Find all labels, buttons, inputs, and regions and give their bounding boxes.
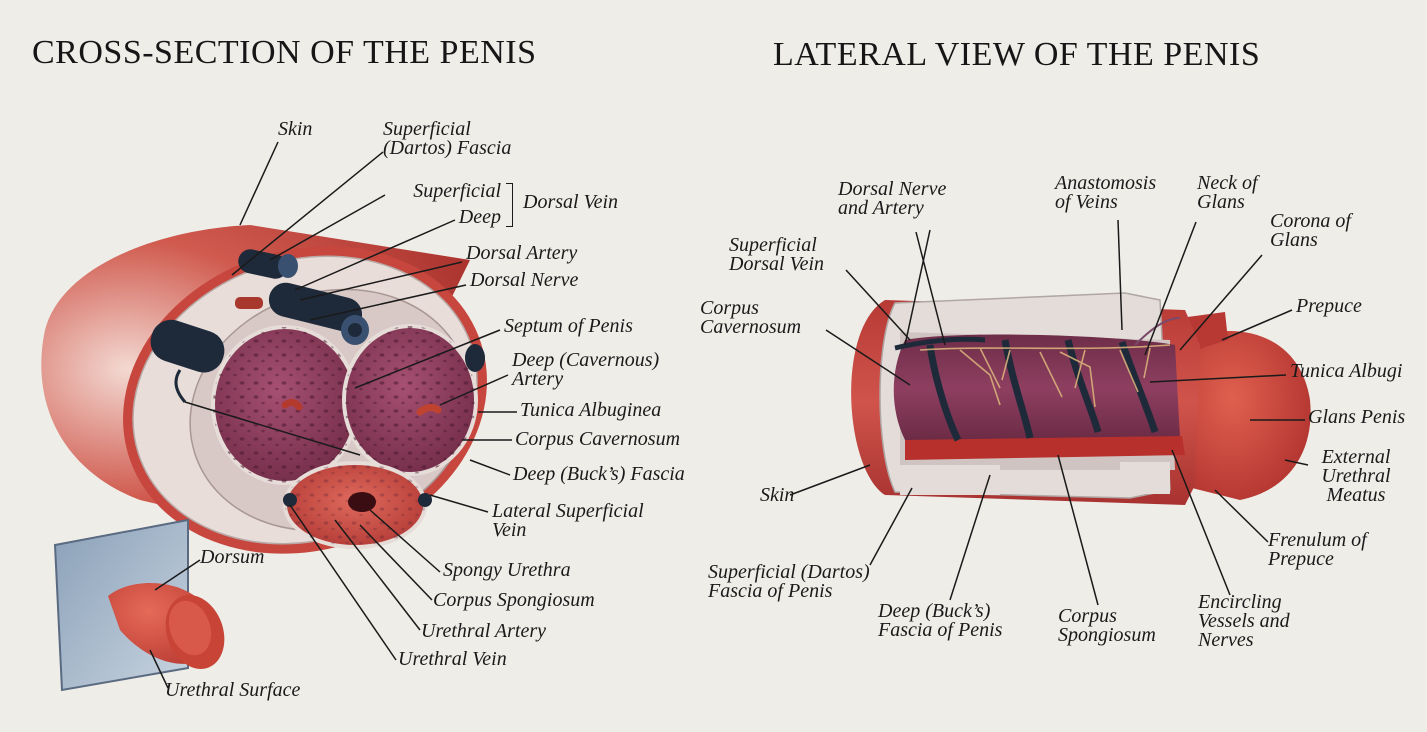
label-skin: Skin — [278, 118, 313, 140]
label-line: and Artery — [838, 197, 924, 219]
label-line: Prepuce — [1268, 548, 1334, 570]
cross-section-title: CROSS-SECTION OF THE PENIS — [32, 34, 537, 71]
label-urethral-artery: Urethral Artery — [421, 620, 546, 642]
label-line: Superficial (Dartos) — [708, 561, 870, 583]
label-anastomosis-of-veins: Anastomosis of Veins — [1055, 172, 1157, 213]
label-line: Deep (Cavernous) — [512, 349, 660, 371]
label-line: Lateral Superficial — [492, 500, 644, 522]
label-corpus-spongiosum: Corpus Spongiosum — [433, 589, 595, 611]
cross-section-art — [41, 225, 487, 554]
label-line: Encircling — [1198, 591, 1282, 613]
label-line: Superficial — [383, 118, 471, 140]
label-line: Glans — [1270, 229, 1318, 251]
label-superficial-dartos-fascia: Superficial (Dartos) Fascia — [383, 118, 512, 159]
label-line: Nerves — [1198, 629, 1254, 651]
label-urethral-surface: Urethral Surface — [165, 679, 301, 701]
label-bucks-fascia-lateral: Deep (Buck’s) Fascia of Penis — [878, 600, 1003, 641]
label-glans-penis: Glans Penis — [1308, 406, 1406, 428]
label-line: Spongiosum — [1058, 624, 1156, 646]
label-bucks-fascia: Deep (Buck’s) Fascia — [513, 463, 685, 485]
label-line: Glans — [1197, 191, 1245, 213]
label-line: Deep (Buck’s) — [878, 600, 991, 622]
label-dorsal-vein-superficial: Superficial — [413, 180, 501, 202]
label-dorsum: Dorsum — [200, 546, 265, 568]
label-prepuce: Prepuce — [1296, 295, 1362, 317]
label-line: Fascia of Penis — [878, 619, 1003, 641]
label-lateral-superficial-vein: Lateral Superficial Vein — [492, 500, 644, 541]
label-urethral-vein: Urethral Vein — [398, 648, 507, 670]
label-tunica-albuginea: Tunica Albuginea — [520, 399, 662, 421]
label-corpus-cavernosum-lateral: Corpus Cavernosum — [700, 297, 802, 338]
label-septum-of-penis: Septum of Penis — [504, 315, 633, 337]
label-dorsal-artery: Dorsal Artery — [466, 242, 578, 264]
label-corpus-cavernosum: Corpus Cavernosum — [515, 428, 681, 450]
label-superficial-dartos-fascia-lateral: Superficial (Dartos) Fascia of Penis — [708, 561, 870, 602]
label-line: of Veins — [1055, 191, 1118, 213]
orientation-inset — [53, 518, 225, 692]
label-superficial-dorsal-vein: Superficial Dorsal Vein — [729, 234, 824, 275]
lateral-view-title: LATERAL VIEW OF THE PENIS — [773, 36, 1261, 73]
label-line: Frenulum of — [1268, 529, 1367, 551]
label-line: External — [1321, 446, 1391, 468]
label-corpus-spongiosum-lateral: Corpus Spongiosum — [1058, 605, 1156, 646]
label-dorsal-nerve-and-artery: Dorsal Nerve and Artery — [838, 178, 947, 219]
label-corona-of-glans: Corona of Glans — [1270, 210, 1351, 251]
label-line: Artery — [512, 368, 564, 390]
label-frenulum-of-prepuce: Frenulum of Prepuce — [1268, 529, 1367, 570]
label-neck-of-glans: Neck of Glans — [1197, 172, 1258, 213]
label-line: Neck of — [1197, 172, 1258, 194]
label-tunica-albuginea-lateral: Tunica Albugi — [1290, 360, 1403, 382]
label-line: Vessels and — [1198, 610, 1290, 632]
label-line: Dorsal Nerve — [838, 178, 947, 200]
label-line: Corpus — [700, 297, 759, 319]
label-encircling-vessels-and-nerves: Encircling Vessels and Nerves — [1198, 591, 1290, 651]
leader-lines — [149, 141, 1309, 689]
label-line: Corpus — [1058, 605, 1117, 627]
label-line: Dorsal Vein — [729, 253, 824, 275]
label-line: Urethral — [1321, 465, 1391, 487]
label-spongy-urethra: Spongy Urethra — [443, 559, 571, 581]
label-dorsal-vein: Dorsal Vein — [523, 191, 618, 213]
label-line: Fascia of Penis — [708, 580, 833, 602]
dorsal-vein-bracket — [506, 183, 513, 227]
label-external-urethral-meatus: External Urethral Meatus — [1306, 446, 1406, 506]
label-dorsal-vein-deep: Deep — [458, 206, 501, 228]
label-line: (Dartos) Fascia — [383, 137, 512, 159]
label-line: Anastomosis — [1055, 172, 1157, 194]
label-line: Cavernosum — [700, 316, 802, 338]
lateral-view-art — [851, 292, 1311, 505]
label-skin-lateral: Skin — [760, 484, 795, 506]
label-line: Corona of — [1270, 210, 1351, 232]
label-line: Meatus — [1326, 484, 1386, 506]
label-line: Vein — [492, 519, 527, 541]
label-dorsal-nerve: Dorsal Nerve — [470, 269, 579, 291]
label-deep-cavernous-artery: Deep (Cavernous) Artery — [512, 349, 660, 390]
label-line: Superficial — [729, 234, 817, 256]
